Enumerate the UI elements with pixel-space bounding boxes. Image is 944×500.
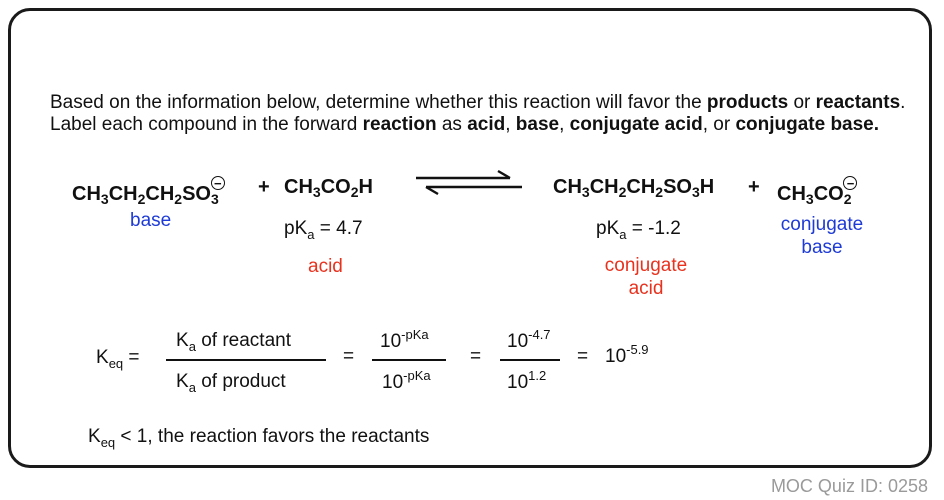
equals-2: = — [343, 346, 355, 367]
frac1-numerator: Ka of reactant — [176, 330, 291, 354]
keq-symbol: Keq = — [96, 347, 140, 371]
plus-sign-2: + — [748, 176, 760, 198]
content-frame — [8, 8, 932, 468]
plus-sign: + — [258, 176, 270, 198]
question-text: Based on the information below, determin… — [50, 92, 906, 135]
frac1-denominator: Ka of product — [176, 371, 286, 395]
frac2-numerator: 10-pKa — [380, 327, 429, 352]
reactant-acetic-acid: CH3CO2H — [284, 176, 373, 200]
equals-3: = — [470, 346, 482, 367]
frac3-denominator: 101.2 — [507, 368, 547, 393]
fraction-bar-3 — [500, 359, 560, 361]
label-acid: acid — [308, 256, 343, 277]
negative-charge-icon: − — [843, 176, 858, 190]
equilibrium-arrow-icon — [416, 169, 522, 196]
keq-result: 10-5.9 — [605, 342, 649, 367]
product-acetate: CH3CO2− — [777, 176, 858, 206]
reactant-propanesulfonate: CH3CH2CH2SO3− — [72, 176, 225, 206]
frac2-denominator: 10-pKa — [382, 368, 431, 393]
fraction-bar-2 — [372, 359, 446, 361]
pka-acetic-acid: pKa = 4.7 — [284, 218, 363, 242]
label-base: base — [130, 210, 172, 231]
negative-charge-icon: − — [210, 176, 225, 190]
product-propanesulfonic-acid: CH3CH2CH2SO3H — [553, 176, 715, 200]
frac3-numerator: 10-4.7 — [507, 327, 551, 352]
conclusion-text: Keq < 1, the reaction favors the reactan… — [88, 426, 430, 450]
pka-propanesulfonic-acid: pKa = -1.2 — [596, 218, 681, 242]
quiz-id: MOC Quiz ID: 0258 — [770, 476, 928, 496]
equals-4: = — [577, 346, 589, 367]
fraction-bar-1 — [166, 359, 326, 361]
